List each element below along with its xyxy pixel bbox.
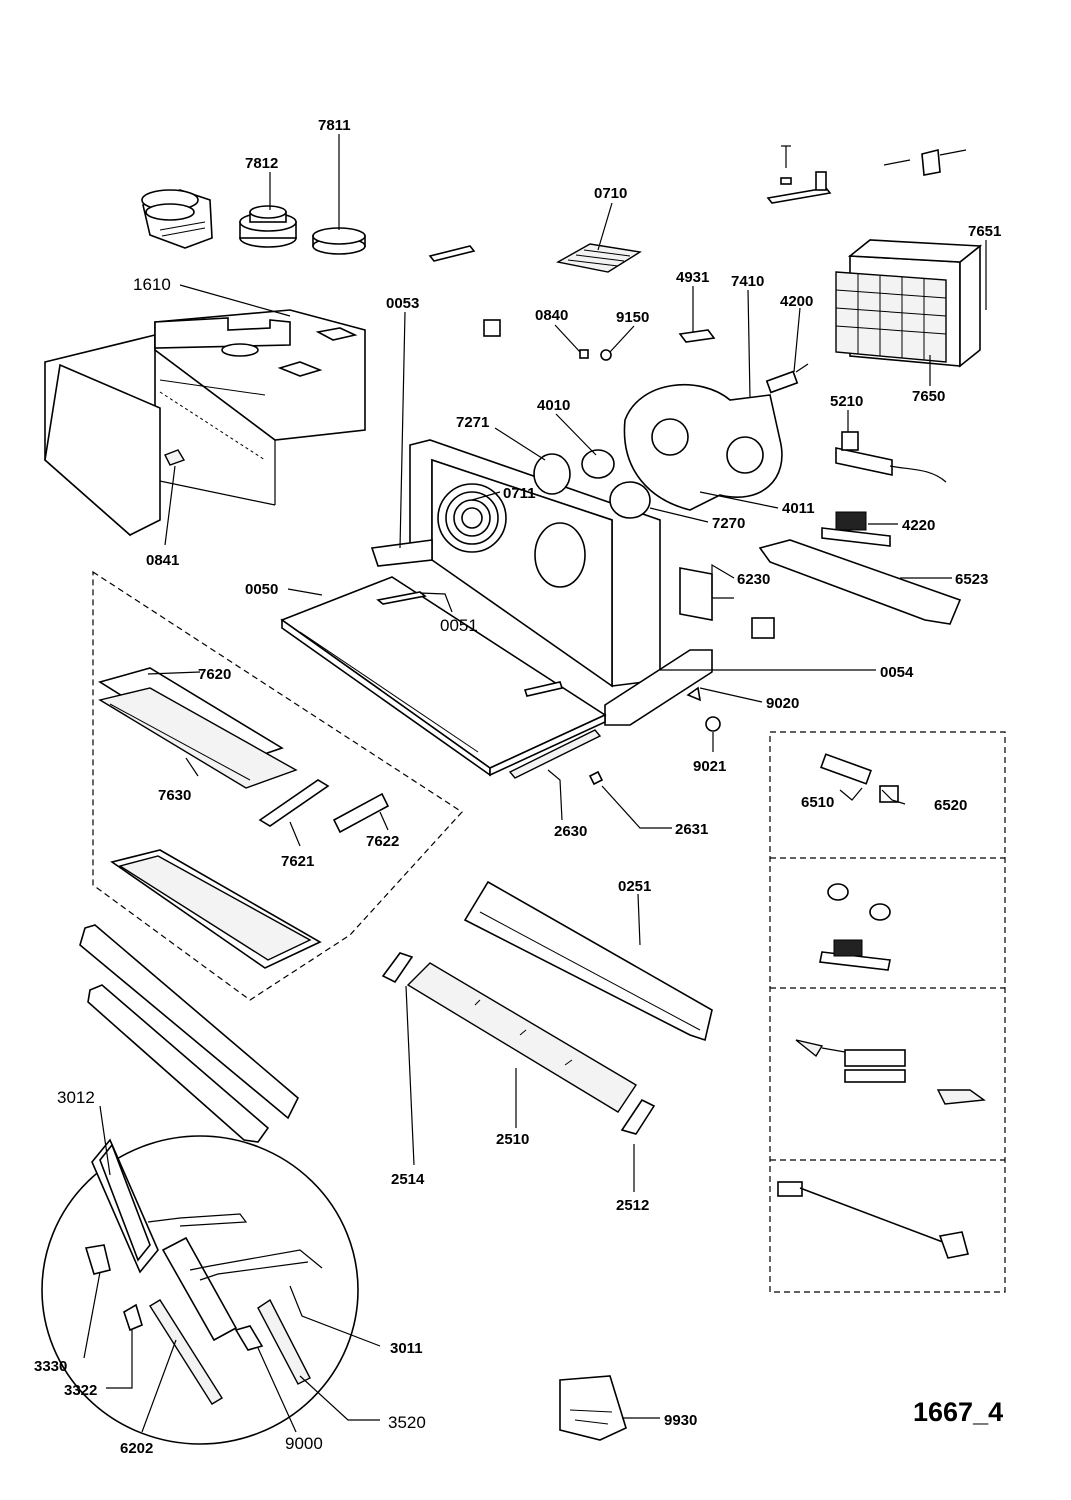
part-front-strip-lower <box>87 984 270 1143</box>
callout-0051: 0051 <box>440 616 478 635</box>
callout-9000: 9000 <box>285 1434 323 1453</box>
callout-2512: 2512 <box>616 1197 649 1214</box>
callout-6523: 6523 <box>955 571 988 588</box>
callout-4010: 4010 <box>537 397 570 414</box>
callout-6520: 6520 <box>934 797 967 814</box>
callout-0841: 0841 <box>146 552 179 569</box>
callout-0050: 0050 <box>245 581 278 598</box>
part-4200-capacitor <box>765 363 809 394</box>
callout-3330: 3330 <box>34 1358 67 1375</box>
drawing-number: 1667_4 <box>913 1397 1003 1427</box>
callout-9150: 9150 <box>616 309 649 326</box>
callout-2630: 2630 <box>554 823 587 840</box>
callout-4220: 4220 <box>902 517 935 534</box>
part-2510-glass-visor <box>406 962 637 1113</box>
part-7651-filter <box>835 239 983 368</box>
callout-7270: 7270 <box>712 515 745 532</box>
part-misc-small-parts <box>483 319 721 786</box>
callout-7410: 7410 <box>731 273 764 290</box>
callout-7621: 7621 <box>281 853 314 870</box>
callout-7630: 7630 <box>158 787 191 804</box>
detail-circle-controls <box>41 1135 359 1445</box>
part-0050-base-tray <box>280 576 607 779</box>
callout-7651: 7651 <box>968 223 1001 240</box>
part-1610-hood-body <box>44 309 366 537</box>
callout-9930: 9930 <box>664 1412 697 1429</box>
callout-4011: 4011 <box>782 500 815 517</box>
filter-group-outline <box>92 570 463 1001</box>
callout-6202: 6202 <box>120 1440 153 1457</box>
callout-0711: 0711 <box>503 485 536 502</box>
callout-2631: 2631 <box>675 821 708 838</box>
part-0710-grille <box>556 243 642 273</box>
callout-3011: 3011 <box>390 1340 423 1357</box>
callout-7622: 7622 <box>366 833 399 850</box>
part-7811-cap <box>312 227 366 255</box>
part-4220-transformer <box>821 511 891 547</box>
spare-kit-boxes <box>769 731 1006 1293</box>
part-lower-filter-frame <box>110 849 322 969</box>
part-2512-2514-end-caps <box>381 952 656 1135</box>
part-mounting-screws <box>766 145 967 204</box>
part-chassis-plate <box>370 439 713 726</box>
part-duct-adapter <box>141 189 213 249</box>
callout-3322: 3322 <box>64 1382 97 1399</box>
callout-3520: 3520 <box>388 1413 426 1432</box>
callout-7650: 7650 <box>912 388 945 405</box>
callout-2514: 2514 <box>391 1171 425 1188</box>
callout-4931: 4931 <box>676 269 709 286</box>
part-7812-collar <box>239 205 297 248</box>
callout-3012: 3012 <box>57 1088 95 1107</box>
callout-7811: 7811 <box>318 117 351 134</box>
part-5210-circuit-board <box>835 431 947 483</box>
part-0251-bar <box>463 880 713 1042</box>
callout-7620: 7620 <box>198 666 231 683</box>
callout-0710: 0710 <box>594 185 627 202</box>
part-6230-switch-block <box>679 567 775 639</box>
callout-0840: 0840 <box>535 307 568 324</box>
leader-lines <box>83 134 987 1433</box>
callout-6510: 6510 <box>801 794 834 811</box>
callout-4200: 4200 <box>780 293 813 310</box>
part-small-bracket <box>428 245 476 262</box>
part-9930-hardware-bag <box>559 1375 627 1441</box>
part-6523-rail <box>758 539 962 625</box>
callout-6230: 6230 <box>737 571 770 588</box>
callout-7271: 7271 <box>456 414 489 431</box>
part-7620-7630-filter-panels <box>98 667 390 834</box>
callout-labels: 7811 7812 0710 7651 1610 0053 4931 7410 … <box>34 117 1003 1457</box>
callout-9020: 9020 <box>766 695 799 712</box>
callout-9021: 9021 <box>693 758 726 775</box>
part-7410-fan-housing <box>623 383 783 511</box>
callout-0054: 0054 <box>880 664 914 681</box>
callout-7812: 7812 <box>245 155 278 172</box>
callout-0053: 0053 <box>386 295 419 312</box>
callout-1610: 1610 <box>133 275 171 294</box>
part-front-strip-upper <box>79 924 299 1120</box>
callout-5210: 5210 <box>830 393 863 410</box>
callout-0251: 0251 <box>618 878 651 895</box>
callout-2510: 2510 <box>496 1131 529 1148</box>
